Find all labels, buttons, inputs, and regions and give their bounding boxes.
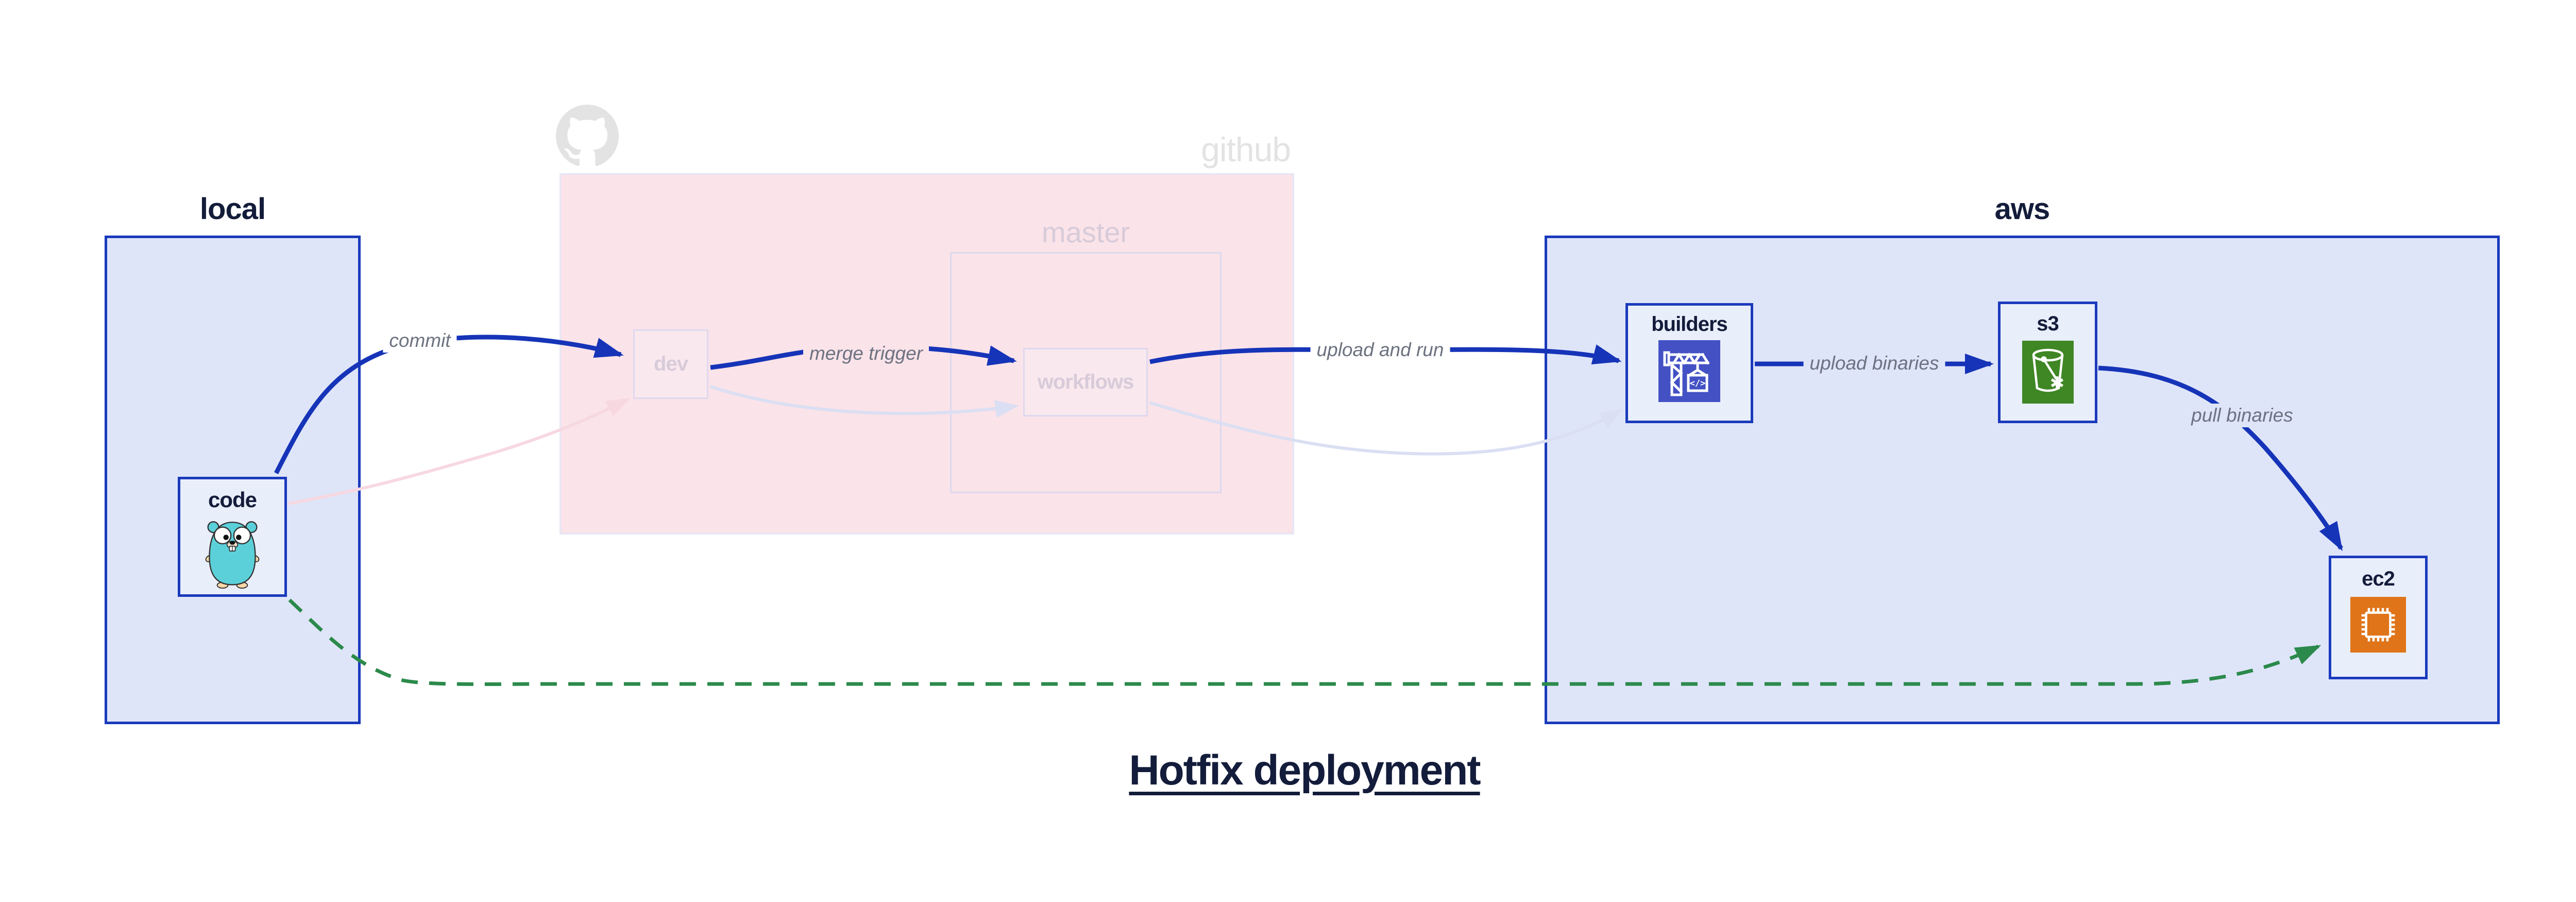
local-group-label: local: [199, 192, 266, 226]
node-dev: dev: [633, 329, 708, 399]
edge-commit-label: commit: [383, 329, 457, 353]
master-group-box: [950, 252, 1222, 493]
edge-upload-binaries-label: upload binaries: [1803, 352, 1945, 375]
node-ec2-label: ec2: [2362, 567, 2395, 590]
codebuild-crane-icon: </>: [1658, 340, 1720, 402]
github-group-label: github: [1201, 130, 1291, 169]
ec2-chip-icon: [2350, 597, 2406, 653]
master-group-label: master: [1041, 216, 1130, 248]
svg-text:✱: ✱: [2049, 373, 2064, 394]
node-workflows: workflows: [1023, 348, 1148, 416]
node-dev-label: dev: [654, 353, 688, 375]
edge-pull-binaries-label: pull binaries: [2185, 404, 2299, 427]
s3-bucket-icon: ✱: [2022, 341, 2074, 404]
node-s3-label: s3: [2037, 312, 2059, 335]
github-octocat-icon: [556, 105, 619, 166]
node-code: code: [178, 477, 287, 597]
node-ec2: ec2: [2329, 556, 2428, 679]
node-builders: builders </>: [1625, 303, 1753, 423]
diagram-title: Hotfix deployment: [1129, 747, 1481, 794]
edge-upload-and-run-label: upload and run: [1310, 338, 1450, 362]
node-s3: s3 ✱: [1998, 302, 2097, 423]
node-workflows-label: workflows: [1037, 371, 1134, 393]
node-code-label: code: [208, 488, 257, 512]
edge-merge-trigger-label: merge trigger: [803, 342, 929, 365]
go-gopher-icon: [205, 521, 260, 589]
svg-text:</>: </>: [1690, 378, 1706, 389]
node-builders-label: builders: [1651, 313, 1728, 336]
aws-group-label: aws: [1994, 192, 2050, 226]
